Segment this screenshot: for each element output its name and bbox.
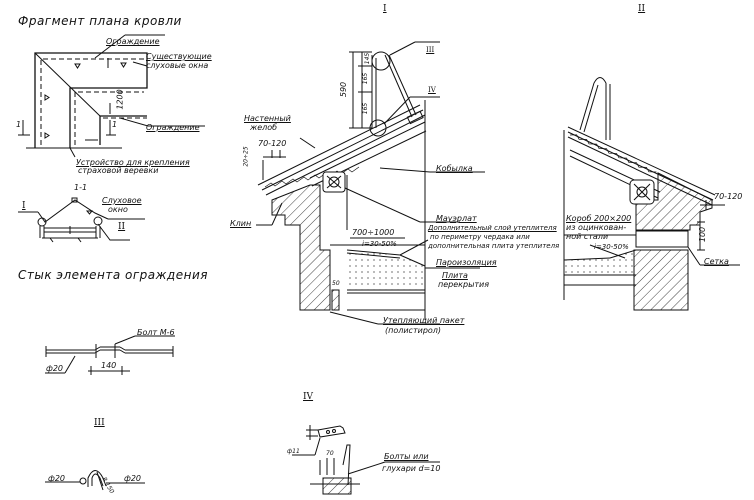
section-mark-II: II	[118, 222, 126, 232]
dim-70-120-right: 70-120	[714, 192, 743, 201]
dormer-label-2: окно	[108, 205, 128, 214]
detail-II-section	[564, 78, 740, 311]
fence-label-top: Ограждение	[106, 37, 160, 46]
roof-plan-title: Фрагмент плана кровли	[18, 14, 182, 28]
bolts-label-1: Болты или	[384, 452, 429, 461]
additional-insulation-label-1: Дополнительный слой утеплителя	[428, 224, 557, 232]
insulation-packet-label-1: Утепляющий пакет	[383, 316, 465, 325]
section-1-1	[18, 198, 145, 242]
dim-50: 50	[332, 280, 340, 287]
fence-joint-title: Стык элемента ограждения	[18, 268, 208, 282]
wedge-label: Клин	[230, 219, 252, 228]
floor-slab-label-1: Плита	[442, 271, 468, 280]
dim-590: 590	[339, 81, 349, 98]
detail-IV-diameter: ф11	[287, 448, 300, 455]
box-label-2: из оцинкован-	[566, 223, 627, 232]
mesh-label: Сетка	[704, 257, 729, 266]
section-mark-I: I	[22, 201, 26, 211]
insulation-packet-label-2: (полистирол)	[385, 326, 442, 335]
slope-label-II: i=30-50%	[594, 243, 629, 251]
dim-700-1000: 700÷1000	[352, 228, 395, 237]
joint-dim-140: 140	[101, 361, 117, 370]
vapor-barrier-label: Пароизоляция	[436, 258, 497, 267]
ref-III: III	[426, 46, 435, 54]
kobylka-label: Кобылка	[436, 164, 473, 173]
additional-insulation-label-2: по периметру чердака или	[430, 233, 530, 241]
slope-label-I: i=30-50%	[362, 240, 397, 248]
dim-1200: 1200	[115, 89, 125, 110]
section-1-1-title: 1-1	[74, 183, 88, 192]
detail-IV-title: IV	[303, 392, 314, 402]
section-mark-left: 1	[16, 120, 22, 129]
joint-diameter-label: ф20	[46, 364, 64, 373]
detail-IV	[292, 425, 440, 494]
additional-insulation-label-3: дополнительная плита утеплителя	[428, 242, 560, 250]
dim-165-upper: 165	[362, 72, 370, 85]
existing-windows-label-2: слуховые окна	[146, 61, 209, 70]
detail-III-dia-right: ф20	[124, 474, 142, 483]
device-label-1: Устройство для крепления	[76, 158, 190, 167]
dim-70-120-left: 70-120	[258, 139, 287, 148]
dormer-label-1: Слуховое	[102, 196, 142, 205]
detail-I-section	[256, 42, 485, 324]
section-mark-right: 1	[112, 120, 118, 129]
dim-20-25: 20÷25	[242, 146, 250, 167]
bolt-m6-label: Болт М-6	[137, 328, 175, 337]
box-label-1: Короб 200×200	[566, 214, 632, 223]
fence-label-right: Ограждение	[146, 123, 200, 132]
detail-I-title: I	[383, 4, 387, 14]
device-label-2: страховой веревки	[78, 166, 159, 175]
roof-plan-fragment	[18, 35, 205, 157]
existing-windows-label-1: Существующие	[146, 52, 212, 61]
bolts-label-2: глухари d=10	[382, 464, 441, 473]
ref-IV: IV	[428, 86, 436, 94]
box-label-3: ной стали	[566, 232, 609, 241]
detail-II-title: II	[638, 4, 646, 14]
dim-165-lower: 165	[362, 102, 370, 115]
mauerlat-label: Мауэрлат	[436, 214, 477, 223]
detail-IV-dim-70: 70	[326, 450, 334, 457]
detail-III	[45, 471, 145, 491]
detail-III-title: III	[94, 418, 105, 428]
dim-145: 145	[364, 52, 372, 65]
wall-gutter-label-1: Настенный	[244, 114, 291, 123]
detail-III-dia-left: ф20	[48, 474, 66, 483]
dim-100: 100	[698, 226, 708, 243]
floor-slab-label-2: перекрытия	[438, 280, 490, 289]
wall-gutter-label-2: желоб	[250, 123, 278, 132]
fence-joint-detail	[45, 336, 175, 375]
